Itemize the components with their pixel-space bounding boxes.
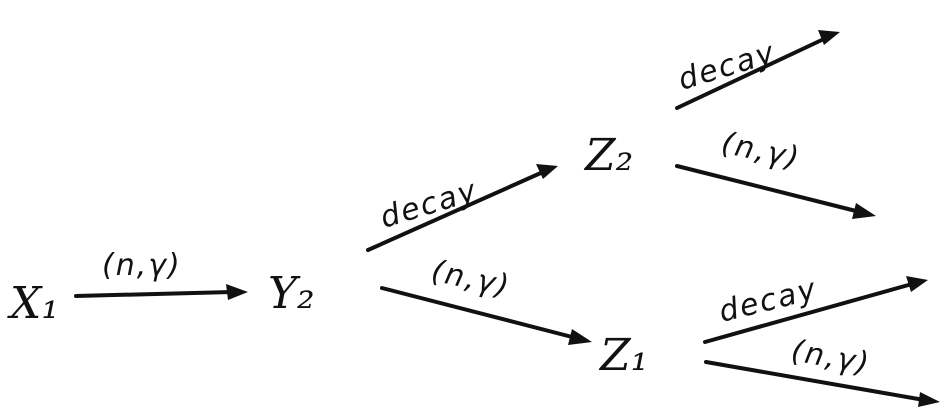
label-z2-up: decay	[674, 35, 780, 98]
label-x1-to-y2: (n,γ)	[102, 248, 182, 283]
edge-z1-up	[703, 276, 928, 344]
edge-x1-to-y2	[74, 284, 248, 300]
node-y2: Y₂	[268, 268, 315, 319]
edge-y2-to-z1	[380, 286, 592, 345]
node-x1: X₁	[7, 278, 59, 329]
edge-y2-to-z2	[366, 164, 558, 252]
edge-z1-down	[704, 360, 940, 407]
edge-z2-down	[675, 164, 876, 219]
label-z2-down: (n,γ)	[718, 126, 803, 177]
node-z1: Z₁	[598, 330, 648, 381]
edge-z2-up	[675, 30, 840, 110]
label-z1-down: (n,γ)	[789, 333, 874, 381]
node-z2: Z₂	[583, 130, 633, 181]
label-y2-to-z1: (n,γ)	[428, 254, 513, 305]
label-y2-to-z2: decay	[376, 173, 482, 236]
label-z1-up: decay	[715, 272, 821, 330]
